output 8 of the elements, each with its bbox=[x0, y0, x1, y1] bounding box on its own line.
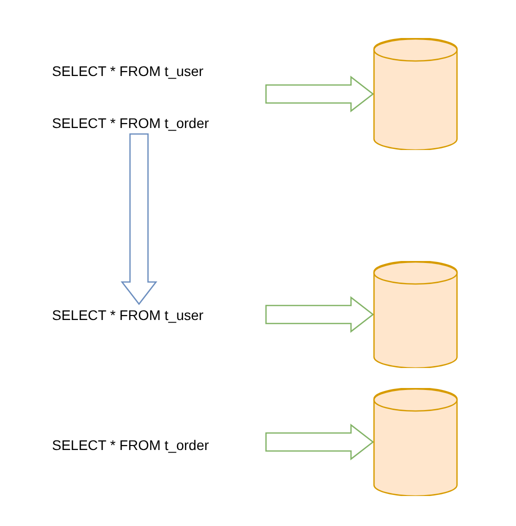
block-arrow bbox=[120, 133, 158, 306]
block-arrow bbox=[265, 296, 374, 333]
sql-query-text: SELECT * FROM t_order bbox=[52, 114, 209, 133]
sql-query-text: SELECT * FROM t_user bbox=[52, 62, 204, 81]
block-arrow bbox=[265, 76, 374, 112]
sql-query-text: SELECT * FROM t_user bbox=[52, 306, 204, 325]
sql-query-text: SELECT * FROM t_order bbox=[52, 436, 209, 455]
block-arrow bbox=[265, 424, 374, 460]
